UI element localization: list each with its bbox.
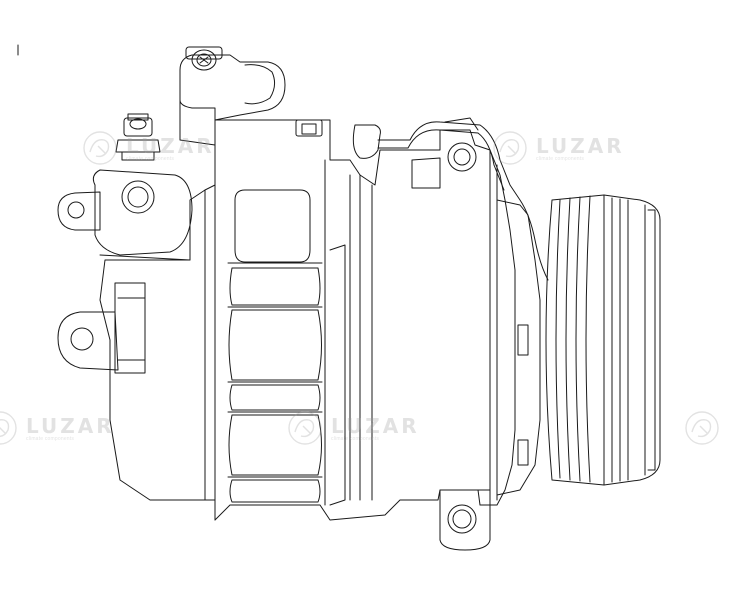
watermark-tagline: climate components xyxy=(26,436,75,442)
watermark-center: LUZAR climate components xyxy=(285,408,420,448)
mount-ear-bottom xyxy=(440,490,490,550)
luzar-logo-icon xyxy=(682,408,722,448)
watermark-mid-left: LUZAR climate components xyxy=(0,408,115,448)
luzar-logo-icon xyxy=(80,128,120,168)
discharge-line xyxy=(353,118,548,280)
watermark-brand: LUZAR xyxy=(536,134,625,158)
watermark-brand: LUZAR xyxy=(331,414,420,438)
watermark-top-left: LUZAR climate components xyxy=(80,128,215,168)
mount-ear-left xyxy=(58,283,145,373)
watermark-top-right: LUZAR climate components xyxy=(490,128,625,168)
luzar-logo-icon xyxy=(285,408,325,448)
clutch-pulley xyxy=(546,195,660,485)
luzar-logo-icon xyxy=(0,408,20,448)
watermark-tagline: climate components xyxy=(536,156,585,162)
suction-port-fitting xyxy=(58,114,192,260)
electrical-connector xyxy=(180,47,322,145)
watermark-tagline: climate components xyxy=(126,156,175,162)
watermark-tagline: climate components xyxy=(331,436,380,442)
front-plate xyxy=(497,200,540,495)
watermark-brand: LUZAR xyxy=(26,414,115,438)
watermark-brand: LUZAR xyxy=(126,134,215,158)
watermark-mid-right xyxy=(682,408,722,448)
luzar-logo-icon xyxy=(490,128,530,168)
housing-ribs xyxy=(228,190,345,505)
compressor-body xyxy=(100,120,515,520)
